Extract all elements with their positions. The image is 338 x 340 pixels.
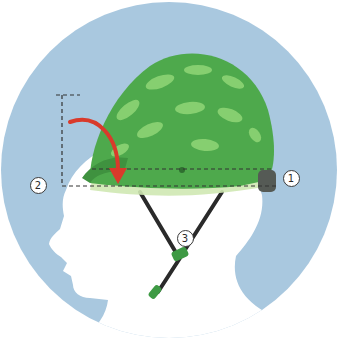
arrow-head	[109, 168, 127, 184]
vent	[220, 72, 246, 91]
figure-group	[49, 54, 338, 340]
vent	[191, 138, 220, 152]
dashed-guide	[56, 94, 80, 95]
callout-number: 3	[177, 230, 194, 247]
helmet-visor	[82, 157, 128, 183]
callout-number: 1	[283, 170, 300, 187]
strap	[140, 192, 178, 256]
callout-number: 2	[30, 177, 47, 194]
vent	[135, 119, 165, 142]
strap-buckle	[171, 246, 190, 262]
vent	[216, 105, 245, 125]
dashed-guide	[61, 95, 62, 186]
helmet-shell	[90, 54, 274, 189]
vent	[246, 126, 263, 145]
dashed-guide	[62, 185, 277, 186]
rear-adjuster	[258, 170, 276, 192]
vent	[184, 65, 212, 75]
vent	[175, 101, 206, 116]
chin-strap	[158, 258, 180, 292]
vent	[113, 96, 142, 123]
tilt-arrow	[70, 120, 118, 170]
strap-end	[147, 284, 162, 300]
vent	[144, 71, 176, 93]
guide-lines	[56, 95, 277, 186]
helmet-vents	[109, 65, 264, 159]
strap-pivot	[179, 167, 185, 173]
